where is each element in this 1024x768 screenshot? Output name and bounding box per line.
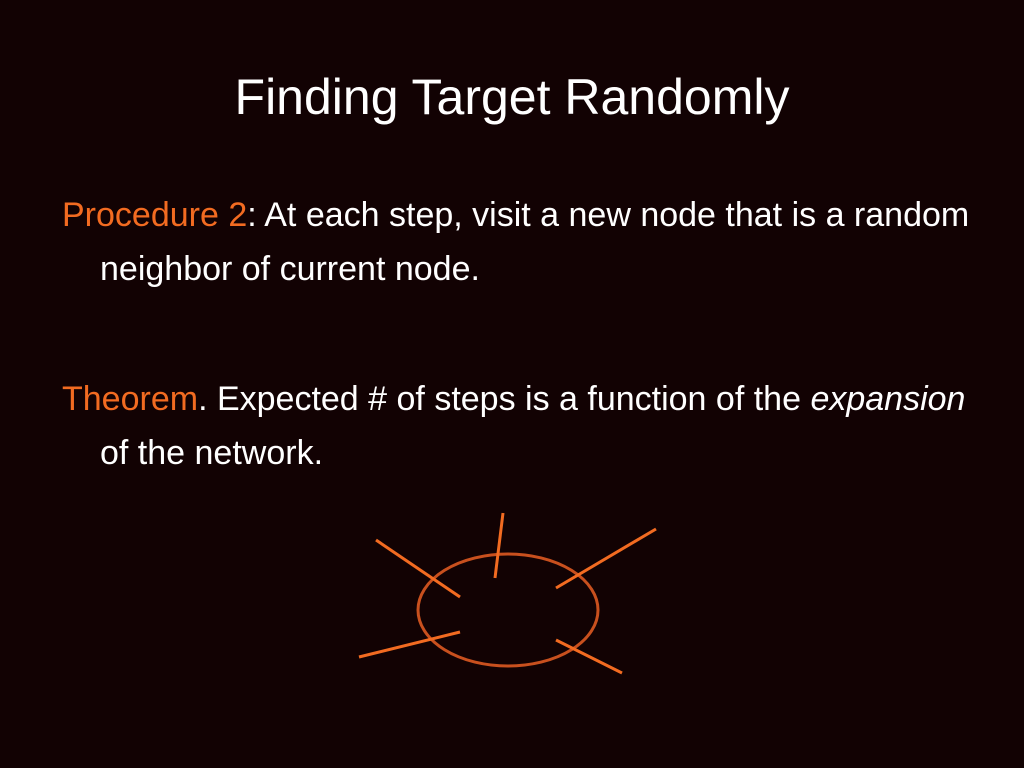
edge-bottom-left (358, 630, 461, 659)
theorem-text-after: of the network. (100, 434, 324, 472)
expansion-diagram (358, 512, 657, 675)
slide-title: Finding Target Randomly (234, 69, 790, 125)
network-set-ellipse (416, 552, 600, 668)
theorem-emphasis: expansion (810, 380, 966, 418)
theorem-label: Theorem (62, 380, 199, 418)
theorem-paragraph: Theorem. Expected # of steps is a functi… (62, 372, 1000, 480)
edge-top-right (555, 527, 657, 590)
procedure-text: : At each step, visit a new node that is… (100, 196, 970, 288)
theorem-text-before: . Expected # of steps is a function of t… (198, 380, 811, 418)
edge-bottom-right (555, 638, 623, 675)
procedure-paragraph: Procedure 2: At each step, visit a new n… (62, 188, 1000, 296)
procedure-label: Procedure 2 (62, 196, 248, 234)
edge-top-left (375, 538, 461, 599)
edge-top (493, 512, 505, 579)
